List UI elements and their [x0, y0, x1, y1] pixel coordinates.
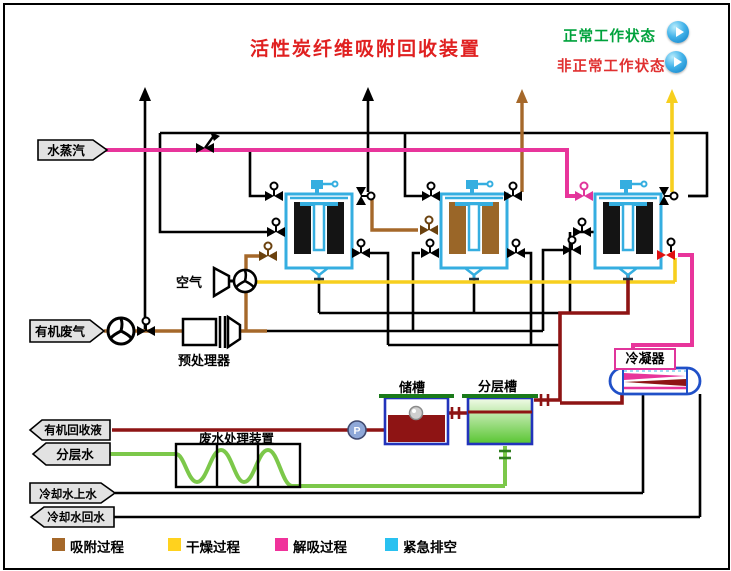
svg-text:有机废气: 有机废气: [35, 324, 86, 339]
legend: 吸附过程 干燥过程 解吸过程 紧急排空: [0, 533, 731, 559]
pump-label: P: [353, 425, 360, 437]
storage-tank-label: 储槽: [399, 380, 426, 395]
normal-status-button[interactable]: [667, 21, 689, 43]
valves: [136, 132, 679, 337]
tag-cooling-return: 冷却水回水: [29, 506, 115, 528]
vent-arrow-4-yellow: [666, 89, 678, 103]
svg-text:冷却水回水: 冷却水回水: [47, 510, 105, 524]
flanges-green: [499, 449, 511, 460]
tag-cooling-supply: 冷却水上水: [29, 482, 117, 504]
tag-recovery-liquid: 有机回收液: [28, 419, 111, 441]
tag-layered-water: 分层水: [31, 442, 111, 466]
svg-text:水蒸汽: 水蒸汽: [47, 143, 85, 158]
emergency-swatch: [385, 538, 398, 551]
v1-mid-left-valve[interactable]: [266, 217, 286, 238]
v1-bottom-left-valve[interactable]: [258, 241, 278, 262]
v2-mid-left-valve[interactable]: [419, 215, 439, 236]
screen-border: [3, 3, 730, 570]
flanges-darkred: [450, 394, 550, 419]
pipes-water-green: [110, 446, 507, 488]
v3-mid-left-valve[interactable]: [572, 217, 592, 238]
layering-tank: [462, 394, 538, 446]
adsorber-vessel-2[interactable]: [439, 178, 509, 281]
drying-swatch: [168, 538, 181, 551]
layering-tank-label: 分层槽: [478, 379, 518, 394]
float-ball: [408, 405, 424, 421]
svg-text:分层水: 分层水: [56, 447, 94, 462]
waste-gas-fan[interactable]: [106, 316, 136, 346]
condenser-label: 冷凝器: [614, 348, 676, 370]
condenser-unit: [608, 366, 702, 396]
adsorption-swatch: [52, 538, 65, 551]
air-intake-horn: [212, 265, 233, 299]
normal-status-label: 正常工作状态: [563, 29, 656, 45]
v3-bottom-right-valve-alarm[interactable]: [657, 237, 676, 261]
vent-arrow-3-brown: [516, 89, 528, 103]
preprocessor-label: 预处理器: [178, 353, 231, 368]
preprocessor-unit[interactable]: [181, 314, 242, 350]
adsorber-vessel-3[interactable]: [593, 178, 663, 281]
v2-top-left-valve[interactable]: [421, 181, 441, 202]
svg-text:有机回收液: 有机回收液: [44, 423, 102, 437]
pipes-drying-yellow: [255, 100, 677, 284]
pipes-vent-black: [110, 98, 709, 519]
pump[interactable]: P: [347, 420, 367, 440]
abnormal-status-button[interactable]: [665, 51, 687, 73]
adsorber-vessel-1[interactable]: [284, 178, 354, 281]
v1-top-left-valve[interactable]: [264, 181, 284, 202]
v2-bottom-right-valve[interactable]: [506, 238, 526, 259]
wastewater-unit-label: 废水处理装置: [199, 432, 275, 446]
vent-arrow-2: [362, 87, 374, 101]
svg-text:冷却水上水: 冷却水上水: [39, 487, 97, 501]
waste-gas-valve[interactable]: [136, 316, 156, 337]
tag-waste-gas: 有机废气: [29, 319, 106, 343]
tag-steam: 水蒸汽: [37, 139, 109, 161]
air-label: 空气: [176, 275, 203, 290]
desorption-swatch: [275, 538, 288, 551]
steam-valve[interactable]: [196, 132, 220, 153]
abnormal-status-label: 非正常工作状态: [557, 59, 666, 75]
v2-bottom-left-valve[interactable]: [420, 238, 440, 259]
vent-arrow-1: [139, 87, 151, 101]
v2-top-right-valve[interactable]: [503, 181, 523, 202]
v3-top-left-valve[interactable]: [574, 181, 594, 202]
v1-bottom-right-valve[interactable]: [351, 238, 371, 259]
wastewater-unit-box: [174, 442, 302, 489]
air-fan[interactable]: [232, 268, 258, 294]
v3-bottom-left-valve[interactable]: [562, 235, 582, 256]
storage-tank: [379, 394, 454, 446]
page-title: 活性炭纤维吸附回收装置: [249, 39, 481, 60]
